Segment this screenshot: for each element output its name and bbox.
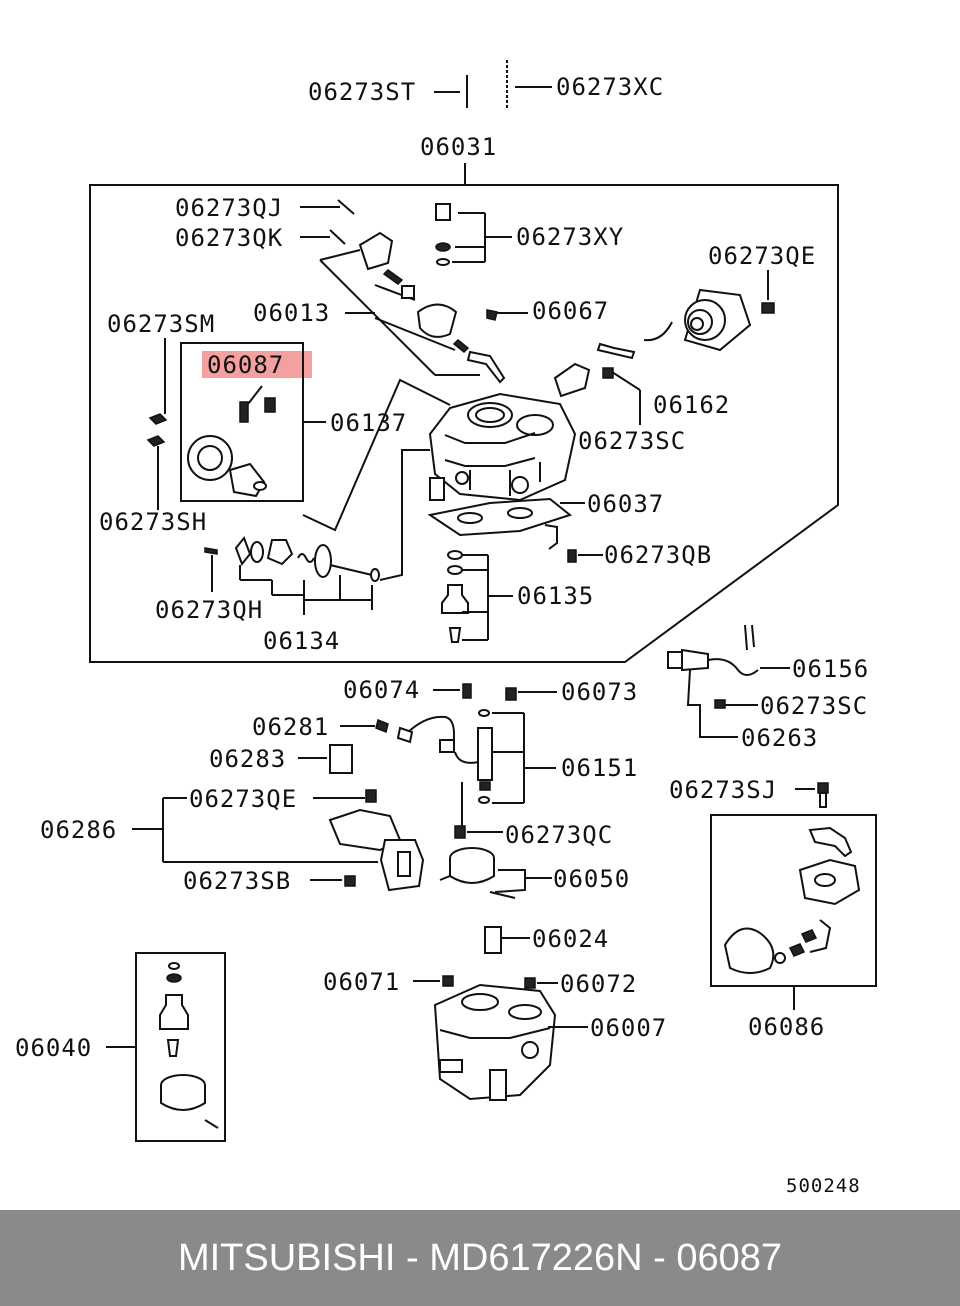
- jet-assembly-06135: [441, 550, 469, 643]
- label-06273qb: 06273QB: [604, 541, 712, 569]
- label-06273qh: 06273QH: [155, 596, 263, 624]
- throttle-kit-06134: [204, 536, 380, 582]
- screw-06273st: [434, 75, 468, 108]
- label-06134: 06134: [263, 627, 340, 655]
- choke-cover-06162: [553, 288, 752, 398]
- label-06072: 06072: [560, 970, 637, 998]
- kit-06040-parts: [159, 962, 219, 1129]
- parts-diagram: 06273ST 06273XC 06031 06273QJ 06273QK 06…: [15, 60, 877, 1197]
- label-06013: 06013: [253, 299, 330, 327]
- assembly-frame: [89, 184, 839, 663]
- label-06073: 06073: [561, 678, 638, 706]
- throttle-switch-06286: [328, 808, 425, 892]
- label-06283: 06283: [209, 745, 286, 773]
- kit-06086-parts: [723, 826, 861, 974]
- label-06273sh: 06273SH: [99, 508, 207, 536]
- solenoid-06151: [396, 709, 493, 804]
- diagram-id: 500248: [786, 1175, 861, 1197]
- label-06135: 06135: [517, 582, 594, 610]
- label-06151: 06151: [561, 754, 638, 782]
- label-06071: 06071: [323, 968, 400, 996]
- screw-06273xc: [506, 60, 552, 108]
- diaphragm-06050: [439, 847, 495, 884]
- label-06156: 06156: [792, 655, 869, 683]
- label-06273st: 06273ST: [308, 78, 416, 106]
- label-06050: 06050: [553, 865, 630, 893]
- label-06273sj: 06273SJ: [669, 776, 777, 804]
- kit-06137-parts: [187, 397, 276, 498]
- label-06031: 06031: [420, 133, 497, 161]
- label-06273sb: 06273SB: [183, 867, 291, 895]
- label-06273qe-mid: 06273QE: [189, 785, 297, 813]
- accelerator-link: [358, 231, 506, 384]
- label-06273qe-top: 06273QE: [708, 242, 816, 270]
- label-06162: 06162: [653, 391, 730, 419]
- label-06007: 06007: [590, 1014, 667, 1042]
- label-06137: 06137: [330, 409, 407, 437]
- footer-bar: MITSUBISHI - MD617226 N - 06087: [0, 1210, 960, 1306]
- label-06037: 06037: [587, 490, 664, 518]
- label-06067: 06067: [532, 297, 609, 325]
- gasket-06037: [427, 497, 573, 537]
- footer-ref: N - 06087: [615, 1236, 783, 1279]
- footer-part-number: MD617226: [429, 1236, 616, 1279]
- label-06281: 06281: [252, 713, 329, 741]
- label-06273sc-top: 06273SC: [578, 427, 686, 455]
- kit-box-06040: [135, 952, 226, 1142]
- label-06273sm: 06273SM: [107, 310, 215, 338]
- label-06263: 06263: [741, 724, 818, 752]
- highlight-06087: [202, 351, 312, 378]
- label-06273qk: 06273QK: [175, 224, 283, 252]
- screw-06273qj: [337, 199, 355, 215]
- plug-06024: [484, 926, 502, 954]
- sensor-06156: [667, 624, 759, 676]
- label-06273xy: 06273XY: [516, 223, 624, 251]
- label-06086: 06086: [748, 1013, 825, 1041]
- connector-06283: [329, 744, 353, 774]
- label-06074: 06074: [343, 676, 420, 704]
- label-06273sc-mid: 06273SC: [760, 692, 868, 720]
- label-06286: 06286: [40, 816, 117, 844]
- label-06273qc: 06273QC: [505, 821, 613, 849]
- label-06273qj: 06273QJ: [175, 194, 283, 222]
- carburetor-body: [428, 392, 577, 502]
- label-06024: 06024: [532, 925, 609, 953]
- carburetor-lower-body-06007: [433, 983, 557, 1101]
- screw-06273qk: [329, 229, 346, 245]
- label-06040: 06040: [15, 1034, 92, 1062]
- label-06087: 06087: [207, 351, 284, 379]
- label-06273xc: 06273XC: [556, 73, 664, 101]
- footer-brand: MITSUBISHI: [177, 1236, 396, 1279]
